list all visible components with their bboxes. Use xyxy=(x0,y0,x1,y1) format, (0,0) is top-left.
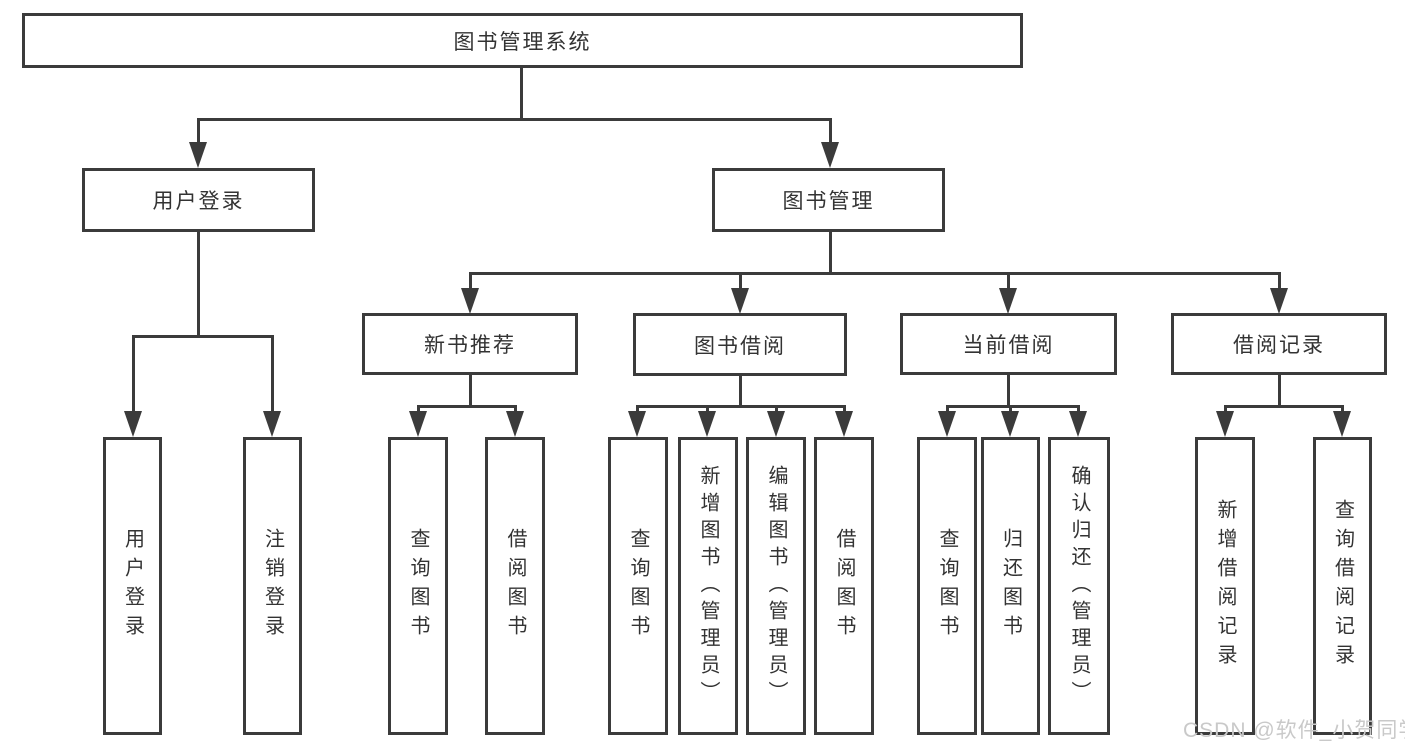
connector-to-borrow-books-1 xyxy=(514,405,517,415)
connector-to-query-books-1 xyxy=(417,405,420,415)
node-book-borrowing: 图书借阅 xyxy=(633,313,847,376)
leaf-add-book-admin: 新增图书（管理员） xyxy=(678,437,738,735)
connector-borrowing-records-stub xyxy=(1278,375,1281,405)
arrowhead-leaf-logout xyxy=(263,411,281,437)
connector-current-borrowing-bar xyxy=(946,405,1079,408)
arrowhead-book-borrowing xyxy=(731,288,749,314)
arrowhead-confirm-return-admin xyxy=(1069,411,1087,437)
leaf-add-borrow-record: 新增借阅记录 xyxy=(1195,437,1255,735)
csdn-watermark: CSDN @软件_小贺同学 xyxy=(1183,719,1405,742)
leaf-user-login: 用户登录 xyxy=(103,437,162,735)
connector-to-leaf-user-login xyxy=(132,335,135,413)
node-root: 图书管理系统 xyxy=(22,13,1023,68)
connector-to-add-borrow-record xyxy=(1224,405,1227,415)
leaf-query-books-1: 查询图书 xyxy=(388,437,448,735)
connector-book-borrowing-stub xyxy=(739,376,742,405)
leaf-edit-book-admin: 编辑图书（管理员） xyxy=(746,437,806,735)
connector-to-return-books xyxy=(1009,405,1012,415)
connector-to-add-book-admin xyxy=(706,405,709,415)
connector-level1-bar xyxy=(197,118,832,121)
arrowhead-add-borrow-record xyxy=(1216,411,1234,437)
connector-to-user-login xyxy=(197,118,200,144)
arrowhead-borrowing-records xyxy=(1270,288,1288,314)
leaf-borrow-books-2: 借阅图书 xyxy=(814,437,874,735)
leaf-query-borrow-record: 查询借阅记录 xyxy=(1313,437,1372,735)
connector-borrowing-records-bar xyxy=(1224,405,1343,408)
arrowhead-book-management xyxy=(821,142,839,168)
connector-to-leaf-logout xyxy=(271,335,274,413)
arrowhead-return-books xyxy=(1001,411,1019,437)
arrowhead-query-books-2 xyxy=(628,411,646,437)
connector-to-confirm-return-admin xyxy=(1077,405,1080,415)
leaf-logout: 注销登录 xyxy=(243,437,302,735)
arrowhead-edit-book-admin xyxy=(767,411,785,437)
connector-level2-bar xyxy=(469,272,1280,275)
connector-to-current-borrowing xyxy=(1007,272,1010,290)
connector-root-stub xyxy=(520,68,523,118)
connector-to-new-book-recommend xyxy=(469,272,472,290)
connector-user-login-stub xyxy=(197,232,200,335)
leaf-query-books-2: 查询图书 xyxy=(608,437,668,735)
arrowhead-user-login xyxy=(189,142,207,168)
node-book-management: 图书管理 xyxy=(712,168,945,232)
leaf-confirm-return-admin: 确认归还（管理员） xyxy=(1048,437,1110,735)
leaf-borrow-books-1: 借阅图书 xyxy=(485,437,545,735)
connector-to-query-borrow-record xyxy=(1341,405,1344,415)
arrowhead-query-books-3 xyxy=(938,411,956,437)
arrowhead-new-book-recommend xyxy=(461,288,479,314)
arrowhead-borrow-books-1 xyxy=(506,411,524,437)
arrowhead-query-borrow-record xyxy=(1333,411,1351,437)
connector-book-management-stub xyxy=(829,232,832,272)
connector-to-query-books-3 xyxy=(946,405,949,415)
connector-user-login-bar xyxy=(132,335,274,338)
node-borrowing-records: 借阅记录 xyxy=(1171,313,1387,375)
connector-to-book-management xyxy=(829,118,832,144)
connector-to-borrow-books-2 xyxy=(843,405,846,415)
connector-current-borrowing-stub xyxy=(1007,375,1010,405)
arrowhead-current-borrowing xyxy=(999,288,1017,314)
connector-new-book-bar xyxy=(417,405,516,408)
connector-to-borrowing-records xyxy=(1278,272,1281,290)
connector-new-book-stub xyxy=(469,375,472,405)
node-new-book-recommend: 新书推荐 xyxy=(362,313,578,375)
node-user-login: 用户登录 xyxy=(82,168,315,232)
arrowhead-query-books-1 xyxy=(409,411,427,437)
connector-to-edit-book-admin xyxy=(775,405,778,415)
node-current-borrowing: 当前借阅 xyxy=(900,313,1117,375)
arrowhead-leaf-user-login xyxy=(124,411,142,437)
connector-book-borrowing-bar xyxy=(636,405,845,408)
arrowhead-add-book-admin xyxy=(698,411,716,437)
connector-to-query-books-2 xyxy=(636,405,639,415)
leaf-return-books: 归还图书 xyxy=(981,437,1040,735)
leaf-query-books-3: 查询图书 xyxy=(917,437,977,735)
connector-to-book-borrowing xyxy=(739,272,742,290)
arrowhead-borrow-books-2 xyxy=(835,411,853,437)
